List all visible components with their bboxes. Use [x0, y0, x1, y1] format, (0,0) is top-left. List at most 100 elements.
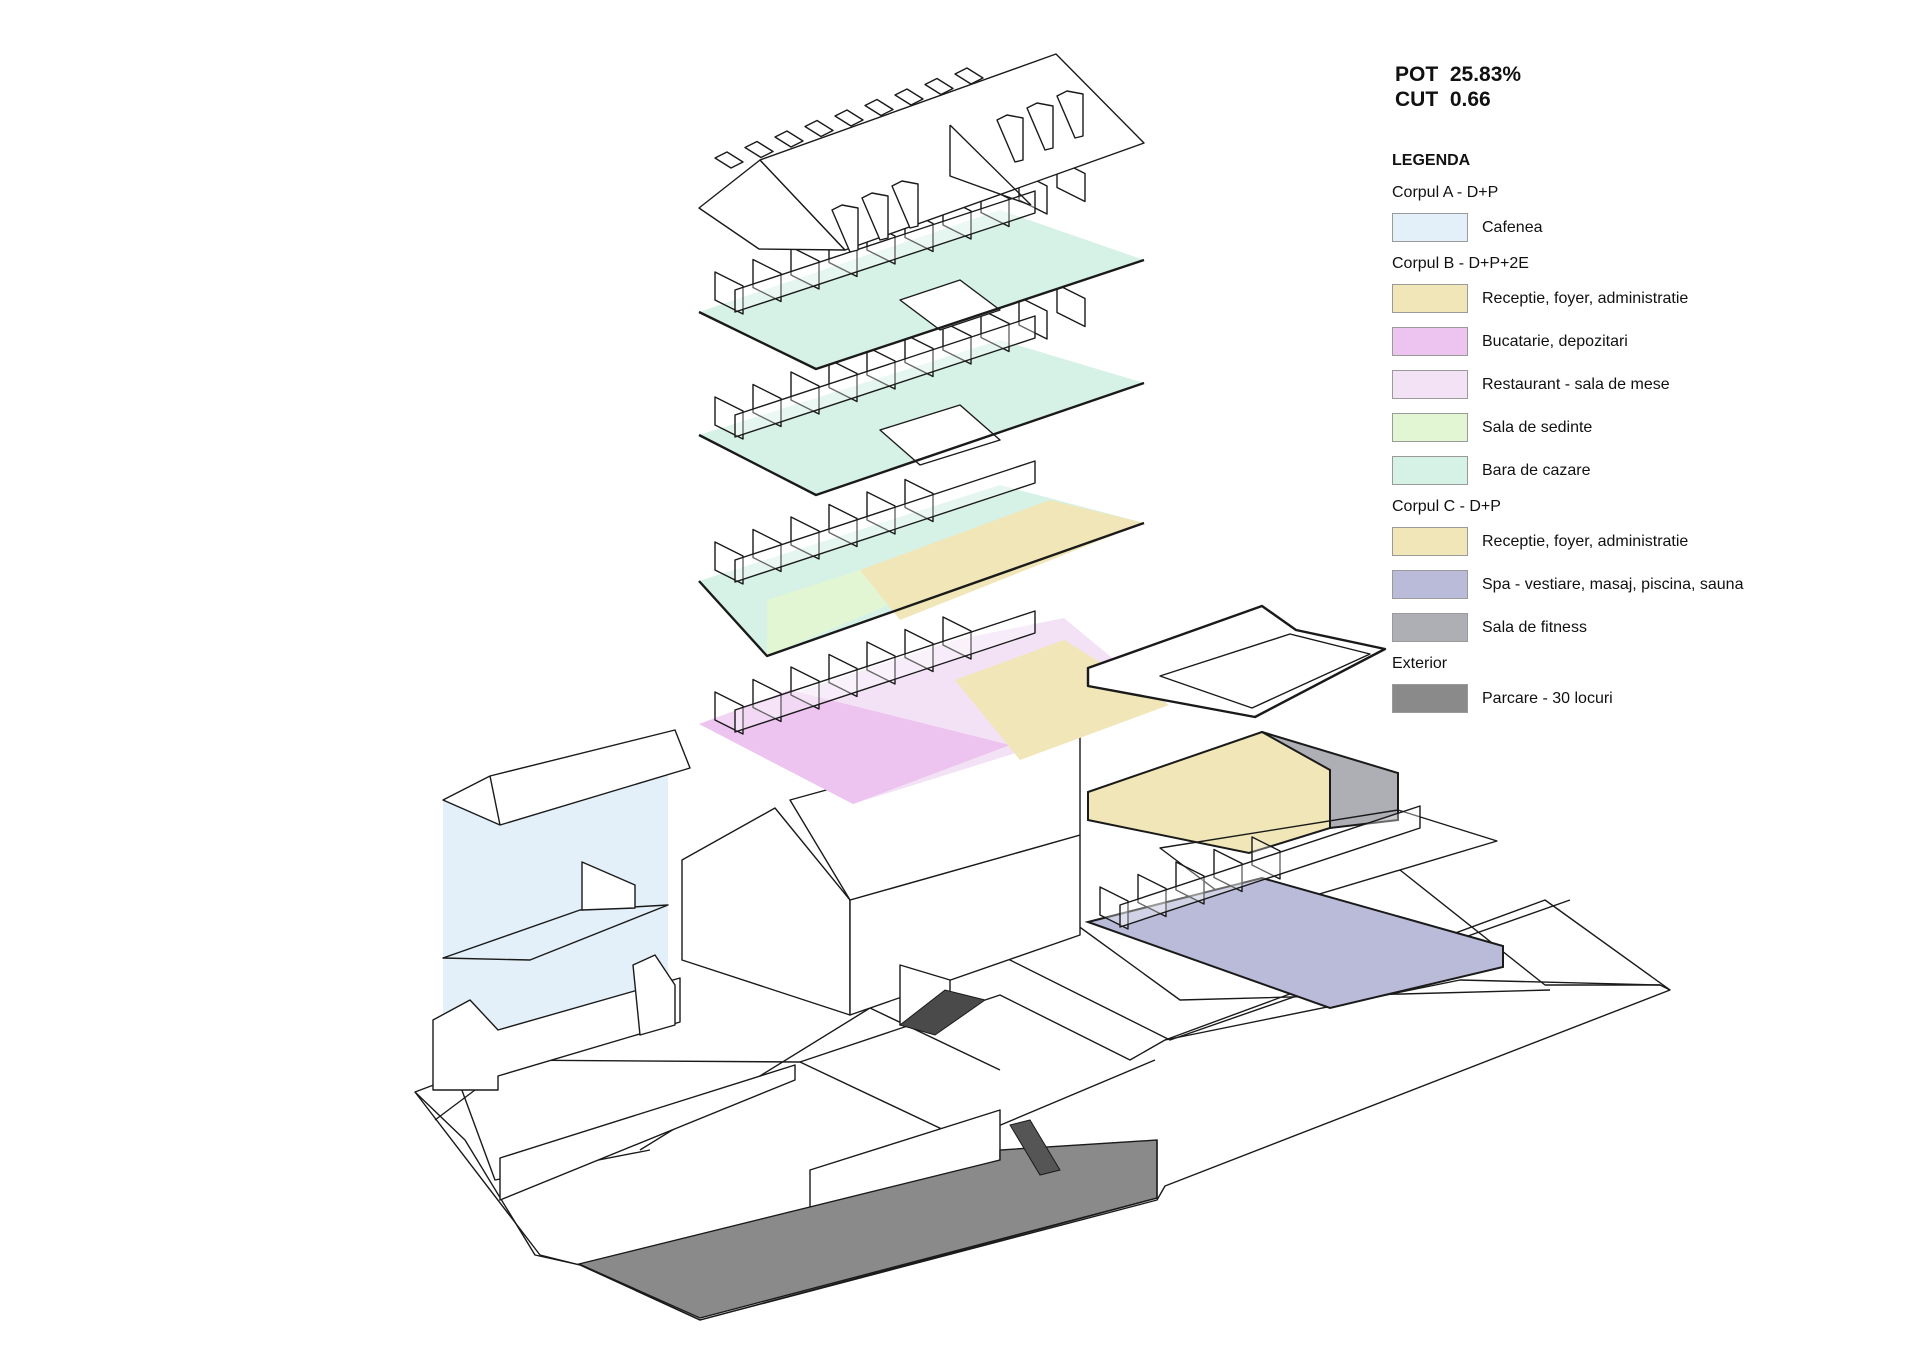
cafenea-roof: [442, 729, 691, 826]
legend-group-heading: Corpul B - D+P+2E: [1392, 255, 1529, 272]
receptie-c-zone: [1087, 730, 1331, 855]
corridor-wall: [734, 190, 1036, 313]
pot-label: POT: [1395, 63, 1439, 86]
partition-wall: [1099, 886, 1129, 930]
legend-title: LEGENDA: [1392, 152, 1471, 169]
roof-ridge-break: [949, 125, 1031, 206]
corridor-wall: [734, 460, 1036, 583]
legend-swatch: [1392, 284, 1468, 313]
dormer: [924, 77, 954, 96]
partition-wall: [828, 653, 858, 698]
spa-zone: [1084, 876, 1504, 1010]
cut-value: 0.66: [1449, 88, 1491, 111]
receptie-zone-l1: [860, 500, 1144, 620]
partition-wall: [790, 666, 820, 710]
partition-wall: [714, 271, 744, 315]
legend-group-heading: Exterior: [1392, 655, 1448, 672]
corpul-c-roof: [1086, 604, 1387, 719]
roof-window: [831, 204, 859, 253]
corpul-b-level-2: [698, 283, 1145, 497]
partition-wall: [1251, 836, 1281, 880]
dormer: [804, 119, 834, 138]
corpul-b-ground-floor: [699, 610, 1169, 804]
cafenea-wall: [581, 861, 636, 911]
corpul-b-level-1: [698, 460, 1145, 658]
legend-swatch: [1392, 456, 1468, 485]
legend-label: Receptie, foyer, administratie: [1482, 289, 1689, 307]
site-right-slope: [1399, 869, 1671, 991]
site-edge-left: [414, 1091, 581, 1266]
cafenea-gable: [632, 954, 676, 1036]
dormer: [714, 151, 744, 169]
legend-swatch: [1392, 570, 1468, 599]
legend-label: Restaurant - sala de mese: [1482, 375, 1670, 393]
dormer: [954, 67, 984, 85]
partition-wall: [828, 358, 858, 403]
partition-wall: [904, 628, 934, 673]
legend-label: Bara de cazare: [1482, 461, 1591, 479]
legend-item: Spa - vestiare, masaj, piscina, sauna: [1392, 569, 1892, 600]
partition-wall: [1213, 848, 1243, 893]
corridor-wall: [734, 315, 1036, 438]
courtyard-l2: [879, 404, 1001, 466]
cafenea-building-front: [432, 977, 681, 1091]
dormer: [834, 109, 864, 127]
legend-swatch: [1392, 213, 1468, 242]
partition-wall: [790, 371, 820, 415]
roof-window: [891, 180, 919, 229]
legend-swatch: [1392, 527, 1468, 556]
cazare-zone-l3: [699, 210, 1144, 369]
stairs-main: [898, 989, 987, 1036]
partition-wall: [980, 308, 1010, 353]
partition-wall: [866, 641, 896, 685]
dormer: [774, 130, 804, 148]
legend-swatch: [1392, 370, 1468, 399]
legend-group-heading: Corpul A - D+P: [1392, 184, 1499, 201]
corpul-c-roof-inner: [1159, 633, 1371, 709]
roof-dormers: [714, 67, 1084, 253]
slab-edge-l1: [698, 521, 1145, 658]
partition-wall: [752, 678, 782, 723]
walls-level-2: [714, 283, 1086, 440]
partition-wall: [866, 346, 896, 390]
parking-lot: [499, 1064, 1158, 1321]
legend-label: Spa - vestiare, masaj, piscina, sauna: [1482, 575, 1744, 593]
legend-swatch: [1392, 327, 1468, 356]
partition-wall: [942, 321, 972, 365]
partition-wall: [828, 503, 858, 548]
parking-edge: [578, 1140, 1158, 1321]
pot-value: 25.83%: [1449, 63, 1522, 86]
walls-corpul-c: [1099, 805, 1421, 930]
corpul-b-roof: [698, 53, 1145, 253]
legend-swatch: [1392, 413, 1468, 442]
legend-label: Sala de fitness: [1482, 618, 1587, 636]
partition-wall: [714, 396, 744, 440]
partition-wall: [752, 528, 782, 573]
partition-wall: [752, 383, 782, 428]
partition-wall: [904, 478, 934, 523]
legend-label: Receptie, foyer, administratie: [1482, 532, 1689, 550]
legend-label: Sala de sedinte: [1482, 418, 1593, 436]
cut-label: CUT: [1395, 88, 1439, 111]
partition-wall: [790, 516, 820, 560]
legend-item: Sala de fitness: [1392, 612, 1892, 643]
walls-level-1: [714, 460, 1036, 585]
pot-indicator: POT 25.83%: [1395, 62, 1521, 87]
roof-main: [759, 53, 1145, 251]
ground-walls: [714, 610, 1036, 735]
legend-label: Cafenea: [1482, 218, 1543, 236]
slab-edge-l3: [698, 258, 1145, 371]
dormer: [744, 140, 774, 159]
retaining-wall-left: [499, 1064, 796, 1201]
dormer: [864, 98, 894, 117]
legend-group-heading: Corpul C - D+P: [1392, 498, 1501, 515]
courtyard-l3: [899, 279, 1001, 331]
roof-valley: [949, 124, 1032, 206]
legend-item: Bara de cazare: [1392, 455, 1892, 486]
legend-item: Bucatarie, depozitari: [1392, 326, 1892, 357]
dormer: [894, 88, 924, 106]
cafenea-roof-ridge: [489, 775, 501, 826]
partition-wall: [752, 258, 782, 303]
